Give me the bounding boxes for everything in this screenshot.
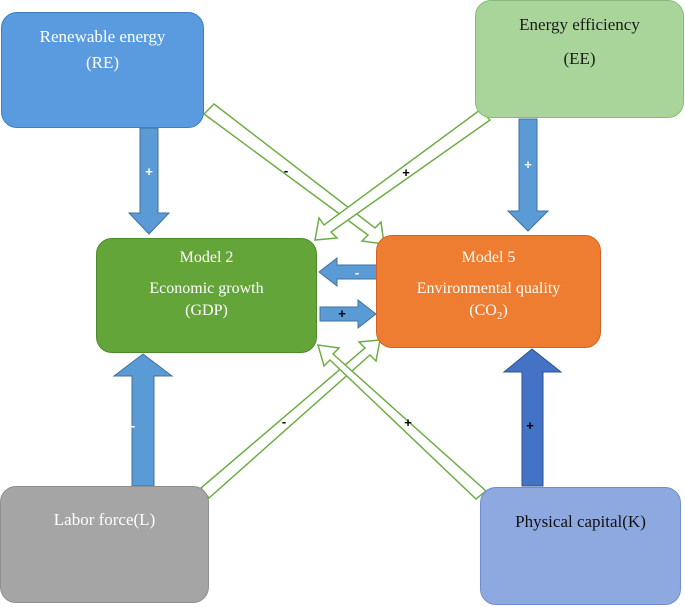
node-ee-title: Energy efficiency: [519, 15, 640, 34]
arrow-ee-to-co2: [506, 118, 550, 232]
sign-gdp-co2: +: [338, 306, 346, 321]
node-environmental-quality: Model 5 Environmental quality (CO2): [376, 235, 601, 348]
sign-re-gdp: +: [145, 164, 153, 179]
arrow-pc-to-co2: [502, 348, 563, 487]
sign-ee-co2: +: [524, 157, 532, 172]
arrow-lf-to-gdp: [112, 353, 174, 487]
node-physical-capital: Physical capital(K): [480, 487, 681, 605]
sign-lf-co2: -: [282, 414, 286, 429]
node-re-title: Renewable energy: [39, 27, 166, 46]
sign-lf-gdp: -: [131, 418, 135, 433]
node-gdp-model: Model 2: [179, 249, 234, 266]
arrow-co2-to-gdp: [318, 256, 380, 288]
node-co2-title: Environmental quality: [416, 280, 561, 297]
sign-co2-gdp: -: [355, 265, 359, 280]
node-ee-abbrev: (EE): [563, 49, 596, 68]
node-gdp-abbrev: (GDP): [185, 302, 228, 319]
sign-pc-co2: +: [526, 418, 534, 433]
arrow-pc-to-gdp: [316, 344, 488, 500]
arrow-ee-to-gdp: [314, 109, 492, 241]
node-co2-abbrev: (CO2): [377, 302, 600, 322]
node-renewable-energy: Renewable energy (RE): [1, 12, 204, 128]
node-energy-efficiency: Energy efficiency (EE): [475, 0, 684, 118]
arrow-lf-to-co2: [199, 339, 381, 500]
sign-re-co2: -: [284, 163, 288, 178]
node-pc-title: Physical capital(K): [515, 512, 646, 531]
sign-pc-gdp: +: [404, 415, 412, 430]
node-lf-title: Labor force(L): [53, 510, 156, 529]
sign-ee-gdp: +: [402, 165, 410, 180]
node-co2-abbrev-sub: 2: [496, 310, 503, 323]
arrow-re-to-gdp: [127, 127, 171, 235]
node-re-abbrev: (RE): [85, 53, 120, 72]
arrow-re-to-co2: [202, 103, 385, 245]
node-economic-growth: Model 2 Economic growth (GDP): [96, 238, 317, 353]
node-co2-abbrev-main: (CO: [469, 302, 497, 319]
node-gdp-title: Economic growth: [149, 280, 264, 297]
node-co2-abbrev-end: ): [502, 302, 508, 319]
node-labor-force: Labor force(L): [0, 486, 209, 603]
arrow-gdp-to-co2: [319, 298, 377, 330]
node-co2-model: Model 5: [461, 249, 516, 266]
